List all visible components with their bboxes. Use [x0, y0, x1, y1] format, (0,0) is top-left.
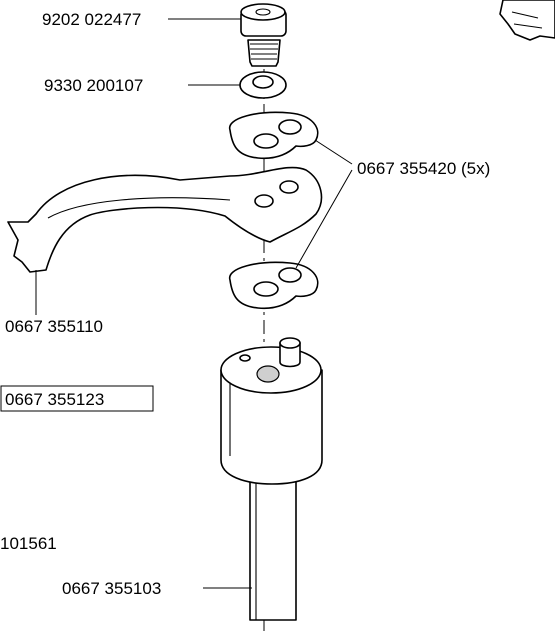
clip-part [499, 0, 555, 41]
label-washer: 9330 200107 [44, 76, 143, 95]
leader-shim-lower [295, 169, 353, 269]
lever [7, 166, 323, 273]
washer [239, 71, 287, 99]
leader-shim-upper [314, 139, 353, 165]
shim-upper [229, 111, 319, 160]
label-partial-code: 101561 [0, 534, 57, 553]
shaft [220, 337, 323, 621]
shim-lower [229, 261, 319, 310]
label-boxed-part: 0667 355123 [5, 390, 104, 409]
label-shim: 0667 355420 (5x) [357, 159, 490, 178]
label-screw: 9202 022477 [42, 10, 141, 29]
label-lever: 0667 355110 [5, 317, 103, 336]
boxed-label-frame [0, 385, 154, 412]
label-shaft: 0667 355103 [62, 579, 161, 598]
screw [240, 3, 287, 67]
